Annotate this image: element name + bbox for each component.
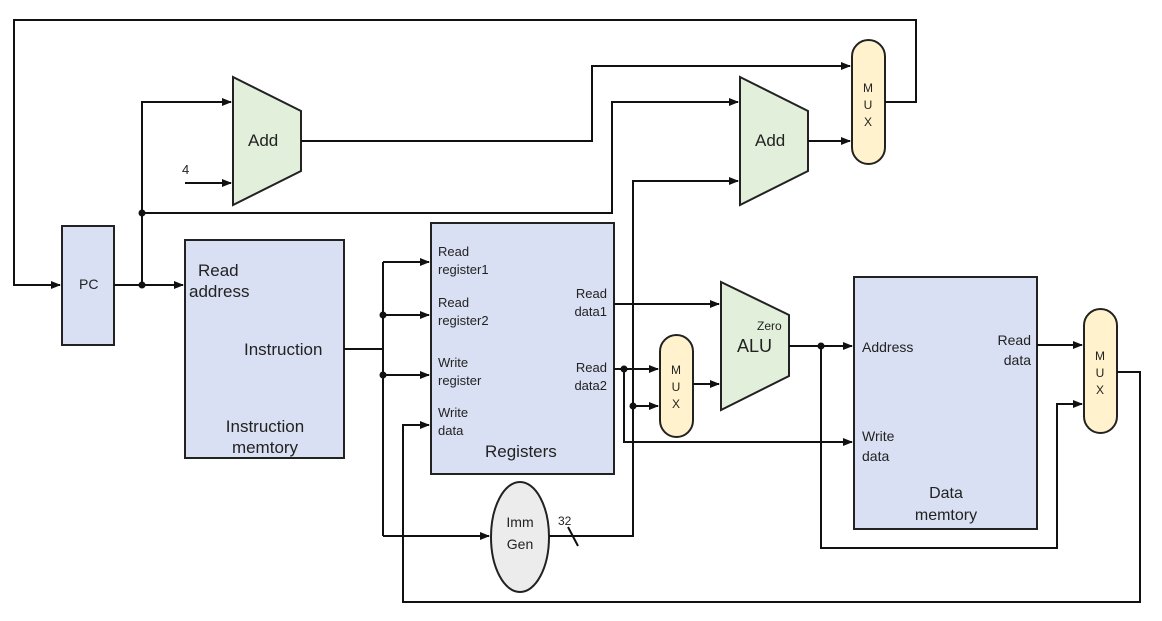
- wire-alu-to-wb-mux: [820, 346, 1083, 549]
- junction-dot: [620, 365, 628, 373]
- read-data2-label: Read data2: [574, 360, 607, 394]
- data-memory-title: Data memtory: [914, 485, 978, 524]
- alu-label: ALU: [737, 336, 773, 356]
- wire-read-data2-to-mem: [623, 369, 853, 446]
- alu-src-mux: [659, 334, 694, 438]
- read-address-label: Read address: [189, 260, 249, 303]
- bus-width-label: 32: [558, 514, 572, 528]
- alu-zero-label: Zero: [757, 319, 782, 333]
- junction-dot: [138, 281, 146, 289]
- wire-pcplus4-to-mux: [301, 62, 851, 142]
- pc-block: [61, 225, 115, 346]
- alu-shape: [720, 280, 790, 412]
- bus-width-slash: [567, 526, 579, 547]
- pc-adder: [232, 75, 302, 207]
- write-register-label: Write register: [438, 355, 482, 389]
- junction-dot: [138, 209, 146, 217]
- data-memory-address-label: Address: [862, 339, 914, 355]
- read-address-line1: Read: [198, 261, 239, 280]
- read-address-line2: address: [189, 282, 250, 302]
- imm-gen-label: Imm Gen: [506, 514, 534, 552]
- read-data1-label: Read data1: [574, 286, 607, 320]
- read-register2-label: Read register2: [438, 295, 489, 329]
- instruction-memory-title: Instruction memtory: [225, 417, 305, 458]
- data-memory-block: [853, 276, 1038, 530]
- wire-pc-to-adder: [141, 98, 232, 285]
- pc-label: PC: [79, 276, 99, 292]
- junction-dot: [379, 371, 387, 379]
- data-memory-read-data-label: Read data: [997, 332, 1031, 368]
- junction-dot: [817, 342, 825, 350]
- registers-title: Registers: [485, 442, 557, 461]
- wire-imm-to-branch-adder: [578, 177, 739, 537]
- wire-writeback: [402, 371, 1141, 603]
- instruction-memory-block: [184, 239, 345, 459]
- branch-adder-label: Add: [755, 131, 786, 150]
- wire-mux-to-pc: [13, 19, 917, 289]
- wire-pc-to-branch-adder: [142, 98, 739, 214]
- junction-dot: [379, 311, 387, 319]
- constant-four: 4: [182, 162, 190, 177]
- write-data-label: Write data: [438, 405, 469, 439]
- instruction-output-label: Instruction: [244, 340, 323, 359]
- data-memory-write-data-label: Write data: [862, 428, 895, 464]
- junction-dot: [629, 402, 637, 410]
- pc-adder-label: Add: [248, 131, 279, 150]
- registers-block: [430, 222, 615, 475]
- read-register1-label: Read register1: [438, 244, 489, 278]
- branch-adder: [739, 75, 809, 207]
